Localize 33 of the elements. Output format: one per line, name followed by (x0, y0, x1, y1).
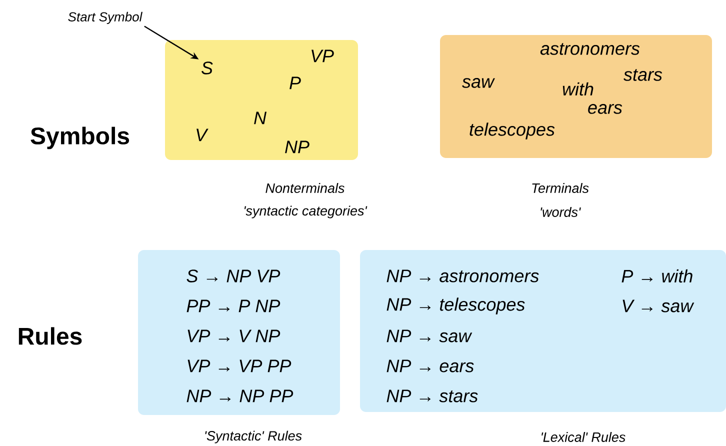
rule-text: NP → astronomers (386, 270, 539, 282)
rule-text: V → saw (622, 300, 694, 312)
word-label: with (562, 82, 594, 96)
symbol-label: P (290, 76, 301, 90)
node-label: 'Syntactic' Rules (205, 430, 302, 444)
node-label: 'words' (540, 207, 581, 217)
node-label: Terminals (532, 183, 589, 193)
section-heading: Symbols (30, 126, 130, 150)
rule-text: VP → VP PP (188, 360, 292, 372)
rule-text: NP → ears (386, 360, 474, 372)
symbol-label: S (202, 62, 213, 74)
node-label: Nonterminals (266, 183, 344, 193)
annotation-text: Start Symbol (68, 12, 142, 24)
rule-text: NP → saw (386, 330, 472, 342)
word-label: stars (624, 69, 662, 81)
node-label: 'syntactic categories' (244, 206, 368, 218)
rule-text: NP → telescopes (386, 298, 525, 314)
node-label: 'Lexical' Rules (542, 432, 626, 442)
word-label: astronomers (540, 43, 640, 55)
rule-text: S → NP VP (186, 270, 280, 282)
symbol-label: NP (285, 140, 310, 154)
word-label: ears (588, 104, 622, 114)
symbol-label: VP (312, 50, 334, 62)
rule-text: NP → NP PP (186, 390, 294, 402)
section-heading: Rules (18, 327, 82, 345)
rule-text: NP → stars (386, 390, 478, 402)
rule-text: P → with (622, 269, 692, 283)
word-label: saw (462, 78, 495, 88)
rule-text: PP → P NP (186, 300, 280, 312)
symbol-label: N (254, 112, 267, 124)
symbol-label: V (196, 128, 208, 142)
rule-text: VP → V NP (188, 330, 280, 342)
word-label: telescopes (470, 122, 555, 140)
